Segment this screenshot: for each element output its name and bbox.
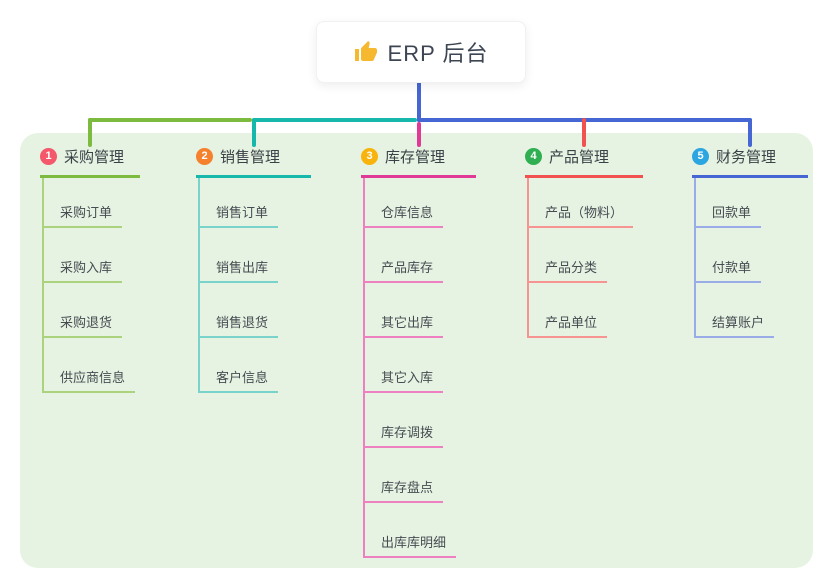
child-label: 销售订单 bbox=[200, 202, 279, 228]
child-label: 产品（物料） bbox=[529, 202, 634, 228]
thumbs-up-icon bbox=[354, 40, 378, 64]
branch-title: 库存管理 bbox=[385, 149, 446, 166]
branch-title: 财务管理 bbox=[716, 149, 777, 166]
branch-number-badge: 1 bbox=[40, 148, 57, 165]
child-label: 产品单位 bbox=[529, 312, 608, 338]
child-node[interactable]: 产品（物料） bbox=[529, 178, 634, 228]
child-node[interactable]: 库存盘点 bbox=[365, 448, 456, 503]
child-node[interactable]: 仓库信息 bbox=[365, 178, 456, 228]
branch-number-badge: 4 bbox=[525, 148, 542, 165]
child-label: 采购入库 bbox=[44, 257, 123, 283]
child-label: 产品库存 bbox=[365, 257, 444, 283]
child-node[interactable]: 其它入库 bbox=[365, 338, 456, 393]
branch-children: 产品（物料） 产品分类产品单位 bbox=[527, 178, 634, 338]
child-label: 仓库信息 bbox=[365, 202, 444, 228]
child-label: 其它出库 bbox=[365, 312, 444, 338]
child-node[interactable]: 销售订单 bbox=[200, 178, 279, 228]
child-label: 回款单 bbox=[696, 202, 762, 228]
child-label: 产品分类 bbox=[529, 257, 608, 283]
child-label: 客户信息 bbox=[200, 367, 279, 393]
branch-children: 采购订单采购入库采购退货供应商信息 bbox=[42, 178, 136, 393]
child-node[interactable]: 销售退货 bbox=[200, 283, 279, 338]
child-label: 出库库明细 bbox=[365, 532, 457, 558]
branch: 1 采购管理 采购订单采购入库采购退货供应商信息 bbox=[40, 146, 140, 393]
branch-title: 销售管理 bbox=[220, 149, 281, 166]
child-node[interactable]: 付款单 bbox=[696, 228, 774, 283]
branch-node[interactable]: 2 销售管理 bbox=[196, 146, 311, 178]
child-node[interactable]: 结算账户 bbox=[696, 283, 775, 338]
root-stem-connector bbox=[417, 81, 421, 122]
child-node[interactable]: 采购入库 bbox=[44, 228, 135, 283]
branch-node[interactable]: 1 采购管理 bbox=[40, 146, 140, 178]
branch-title: 产品管理 bbox=[549, 149, 610, 166]
branch-children: 仓库信息产品库存其它出库其它入库库存调拨库存盘点出库库明细 bbox=[363, 178, 457, 558]
child-node[interactable]: 销售出库 bbox=[200, 228, 279, 283]
child-label: 销售退货 bbox=[200, 312, 279, 338]
branch-title: 采购管理 bbox=[64, 149, 125, 166]
bus-segment-teal bbox=[252, 118, 417, 122]
branch-drop-connector bbox=[582, 118, 586, 147]
child-label: 采购退货 bbox=[44, 312, 123, 338]
child-node[interactable]: 客户信息 bbox=[200, 338, 279, 393]
child-node[interactable]: 回款单 bbox=[696, 178, 774, 228]
branch-drop-connector bbox=[88, 118, 92, 147]
root-node[interactable]: ERP 后台 bbox=[316, 21, 526, 83]
branch-node[interactable]: 4 产品管理 bbox=[525, 146, 643, 178]
branch-number-badge: 3 bbox=[361, 148, 378, 165]
child-node[interactable]: 库存调拨 bbox=[365, 393, 456, 448]
child-label: 其它入库 bbox=[365, 367, 444, 393]
child-label: 结算账户 bbox=[696, 312, 775, 338]
branch-drop-connector bbox=[252, 118, 256, 147]
child-label: 供应商信息 bbox=[44, 367, 136, 393]
child-node[interactable]: 产品单位 bbox=[529, 283, 633, 338]
root-title: ERP 后台 bbox=[387, 41, 489, 66]
branch-node[interactable]: 5 财务管理 bbox=[692, 146, 808, 178]
child-label: 销售出库 bbox=[200, 257, 279, 283]
child-node[interactable]: 出库库明细 bbox=[365, 503, 457, 558]
child-node[interactable]: 采购订单 bbox=[44, 178, 135, 228]
child-label: 库存调拨 bbox=[365, 422, 444, 448]
child-node[interactable]: 产品库存 bbox=[365, 228, 456, 283]
branch: 4 产品管理 产品（物料） 产品分类产品单位 bbox=[525, 146, 643, 338]
child-label: 付款单 bbox=[696, 257, 762, 283]
branch-drop-connector bbox=[417, 122, 421, 147]
branch-number-badge: 2 bbox=[196, 148, 213, 165]
branch-children: 销售订单销售出库销售退货客户信息 bbox=[198, 178, 279, 393]
child-node[interactable]: 供应商信息 bbox=[44, 338, 136, 393]
branch: 2 销售管理 销售订单销售出库销售退货客户信息 bbox=[196, 146, 311, 393]
child-label: 采购订单 bbox=[44, 202, 123, 228]
child-node[interactable]: 采购退货 bbox=[44, 283, 135, 338]
branch-children: 回款单付款单结算账户 bbox=[694, 178, 775, 338]
branch: 3 库存管理 仓库信息产品库存其它出库其它入库库存调拨库存盘点出库库明细 bbox=[361, 146, 476, 558]
child-node[interactable]: 其它出库 bbox=[365, 283, 456, 338]
branch: 5 财务管理 回款单付款单结算账户 bbox=[692, 146, 808, 338]
bus-segment-green bbox=[88, 118, 252, 122]
child-label: 库存盘点 bbox=[365, 477, 444, 503]
child-node[interactable]: 产品分类 bbox=[529, 228, 633, 283]
branch-node[interactable]: 3 库存管理 bbox=[361, 146, 476, 178]
branch-number-badge: 5 bbox=[692, 148, 709, 165]
mindmap-panel bbox=[20, 133, 813, 568]
branch-drop-connector bbox=[748, 118, 752, 147]
